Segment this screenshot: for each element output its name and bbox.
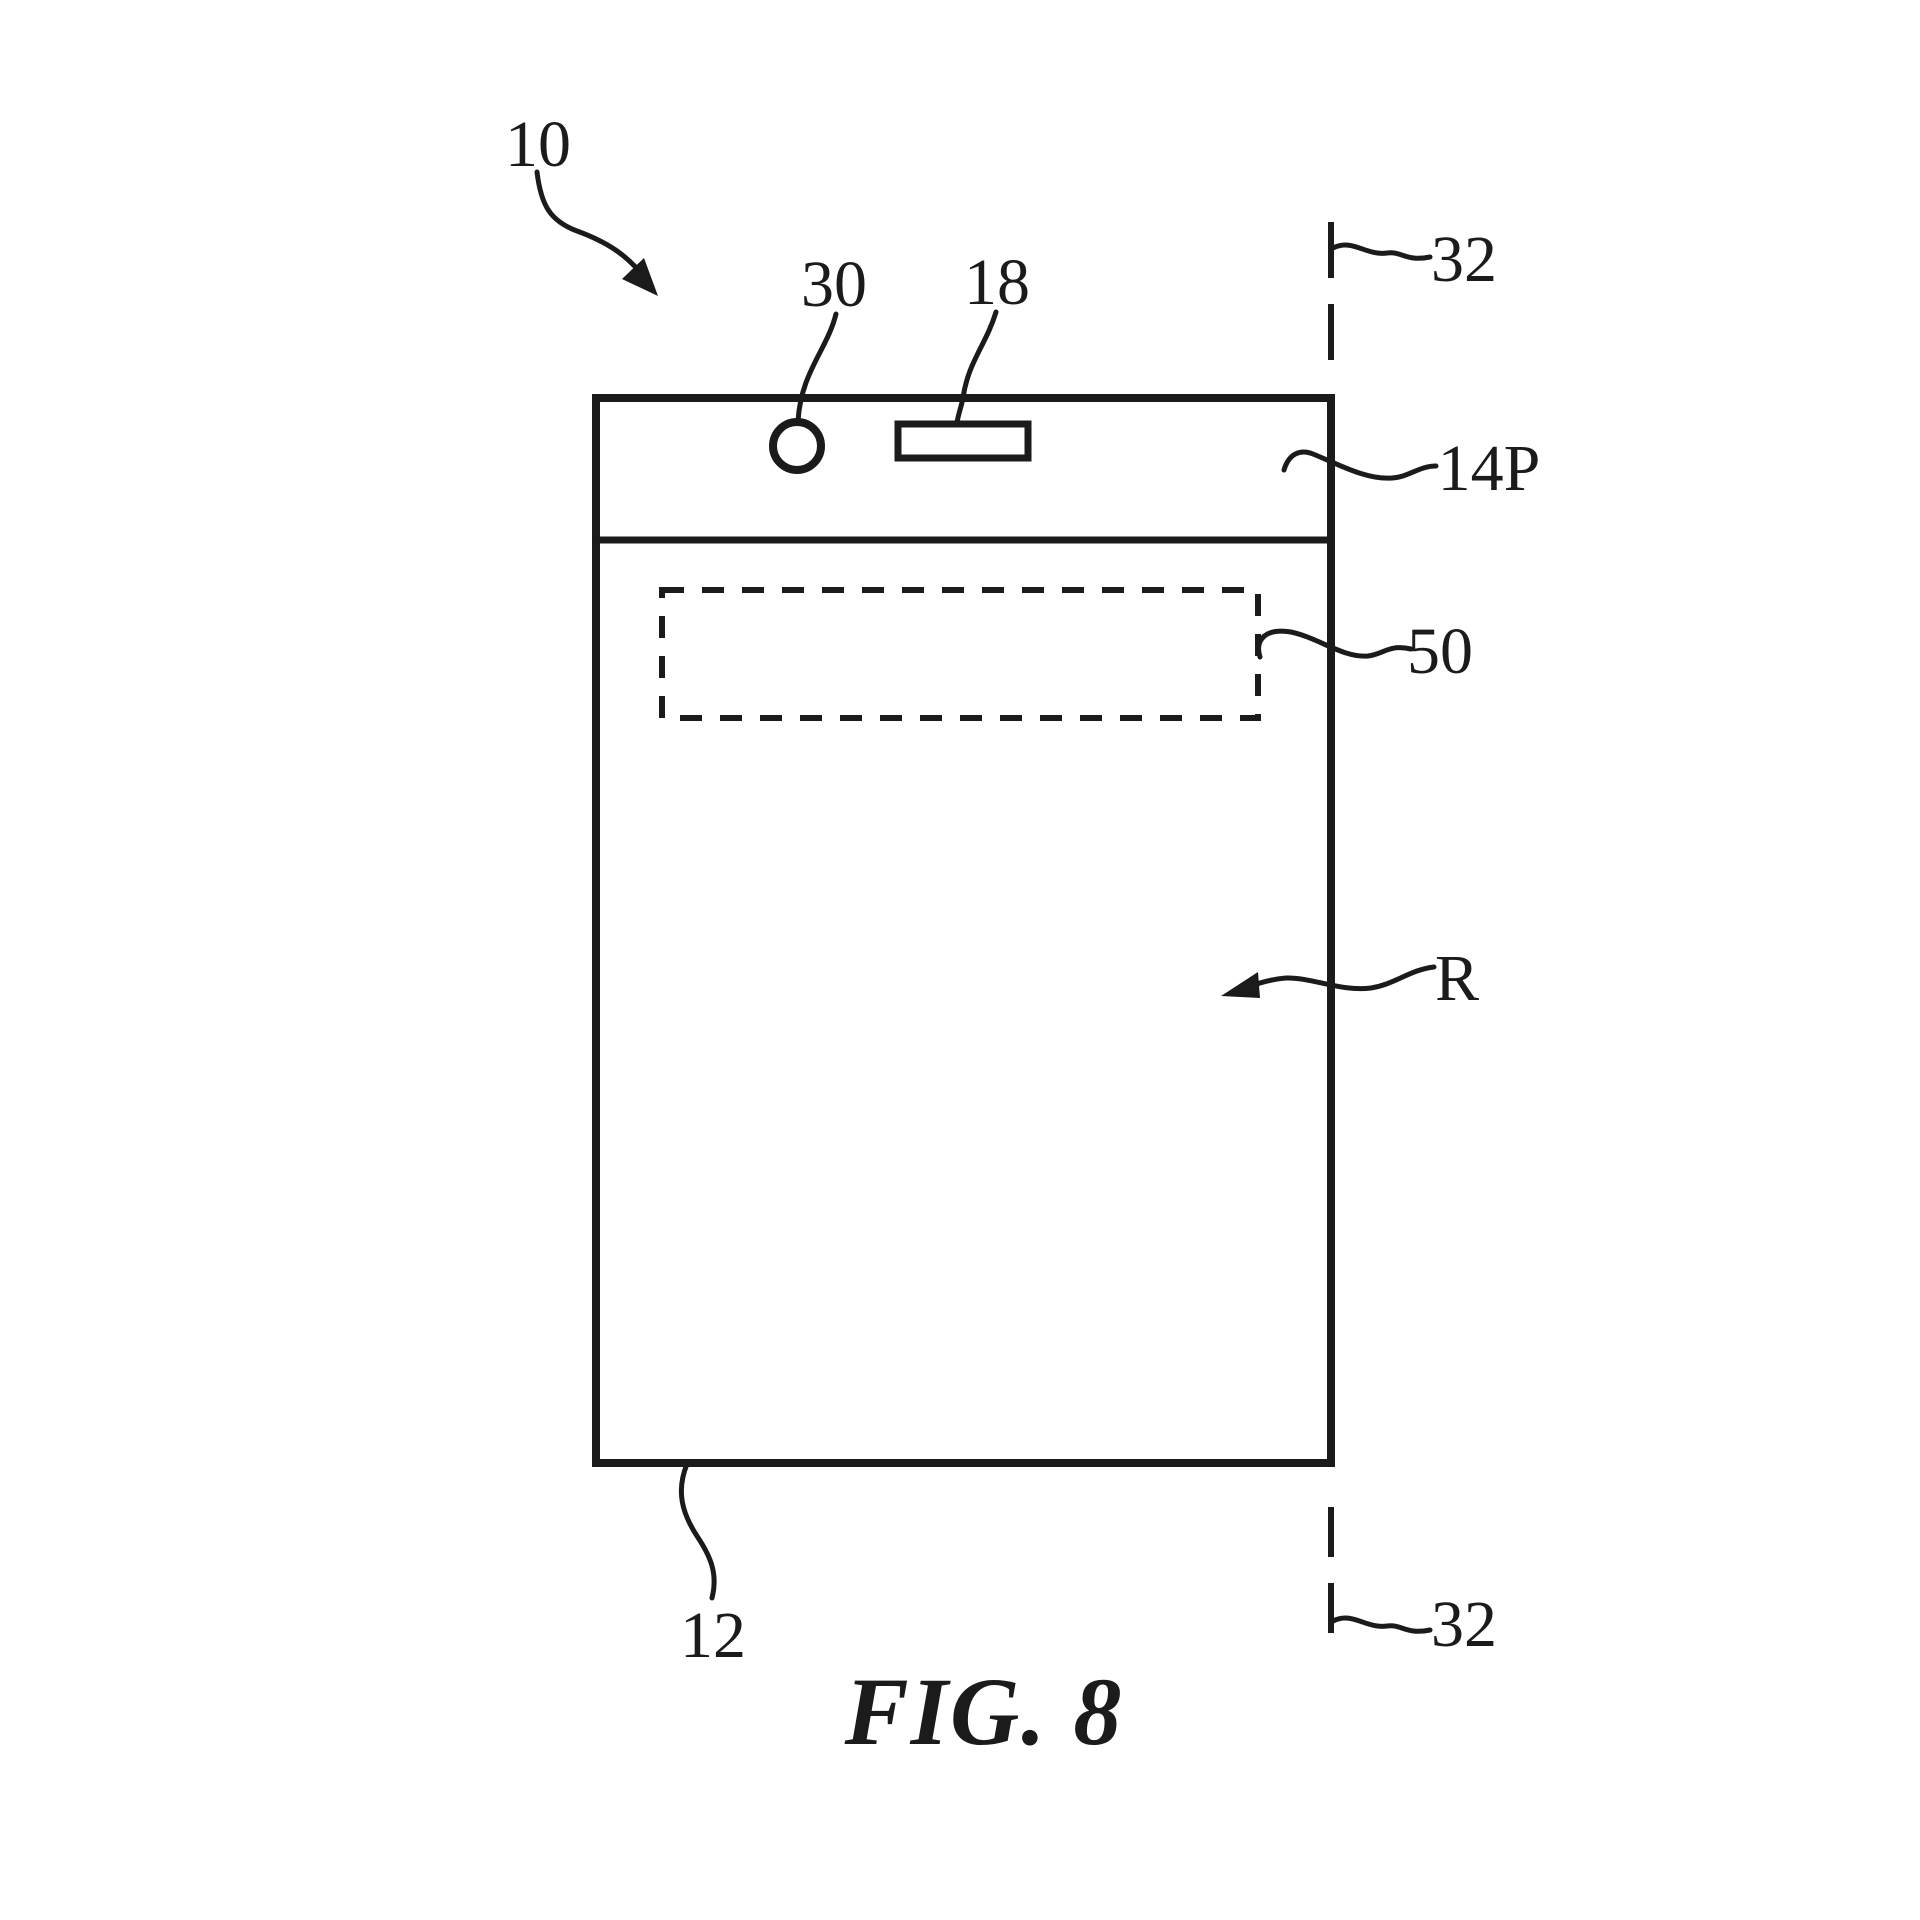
leader-line-32-bottom xyxy=(1330,1615,1433,1634)
label-10: 10 xyxy=(505,108,571,181)
leader-line-18 xyxy=(954,309,999,426)
arrowhead-r xyxy=(1221,972,1260,998)
label-32-top: 32 xyxy=(1431,223,1497,296)
leader-line-10 xyxy=(534,169,647,280)
device-outline xyxy=(592,394,1335,1467)
leader-line-30 xyxy=(795,311,839,424)
arrowhead-10 xyxy=(622,258,658,296)
leader-line-14p xyxy=(1281,449,1439,481)
leader-line-32-top xyxy=(1330,242,1433,261)
label-18: 18 xyxy=(964,246,1030,319)
label-32-bottom: 32 xyxy=(1431,1588,1497,1661)
camera-opening-circle xyxy=(769,418,825,474)
component-region-dashed-rect xyxy=(659,587,1261,721)
leader-line-12 xyxy=(678,1461,717,1601)
speaker-opening-rect xyxy=(894,420,1032,462)
label-50: 50 xyxy=(1407,615,1473,688)
label-14p: 14P xyxy=(1438,432,1541,505)
label-30: 30 xyxy=(801,248,867,321)
figure-caption: FIG. 8 xyxy=(844,1658,1124,1765)
leader-line-50 xyxy=(1256,628,1414,660)
label-12: 12 xyxy=(680,1599,746,1672)
leader-line-r xyxy=(1245,964,1437,992)
label-r: R xyxy=(1435,942,1479,1015)
